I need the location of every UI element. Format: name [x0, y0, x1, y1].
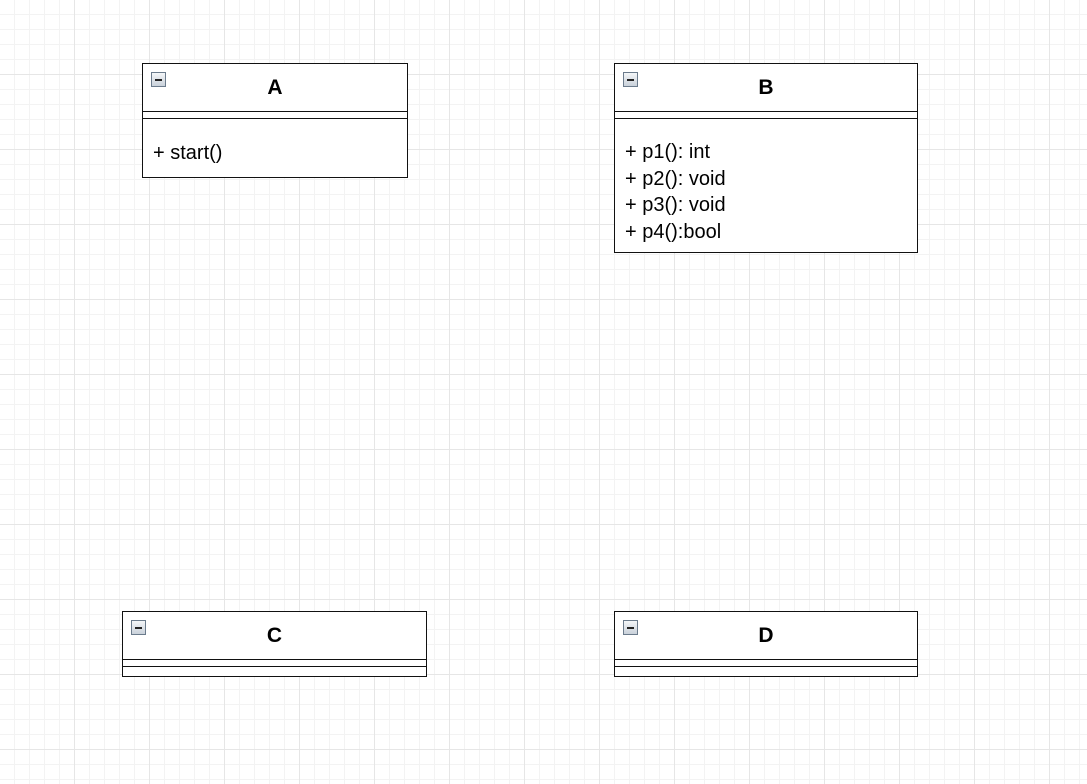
class-a[interactable]: A + start() [142, 63, 408, 178]
methods-compartment[interactable] [615, 667, 917, 673]
class-header[interactable]: A [143, 64, 407, 112]
method-item[interactable]: + p2(): void [625, 167, 726, 190]
attributes-compartment[interactable] [123, 660, 426, 667]
class-d[interactable]: D [614, 611, 918, 677]
class-name: B [758, 75, 774, 99]
attributes-compartment[interactable] [143, 112, 407, 119]
class-name: A [267, 75, 283, 99]
attributes-compartment[interactable] [615, 660, 917, 667]
class-c[interactable]: C [122, 611, 427, 677]
attributes-compartment[interactable] [615, 112, 917, 119]
class-b[interactable]: B + p1(): int + p2(): void + p3(): void … [614, 63, 918, 253]
class-name: C [266, 623, 283, 647]
class-name: D [758, 623, 774, 647]
method-item[interactable]: + p4():bool [625, 220, 722, 243]
class-header[interactable]: D [615, 612, 917, 660]
collapse-icon[interactable] [151, 72, 166, 87]
collapse-icon[interactable] [623, 72, 638, 87]
collapse-icon[interactable] [623, 620, 638, 635]
class-header[interactable]: C [123, 612, 426, 660]
method-item[interactable]: + p1(): int [625, 141, 711, 163]
collapse-icon[interactable] [131, 620, 146, 635]
method-item[interactable]: + p3(): void [625, 194, 726, 216]
methods-compartment[interactable] [123, 667, 426, 673]
methods-compartment[interactable]: + start() [143, 119, 407, 170]
class-header[interactable]: B [615, 64, 917, 112]
method-item[interactable]: + start() [153, 142, 223, 164]
methods-compartment[interactable]: + p1(): int + p2(): void + p3(): void + … [615, 119, 917, 248]
